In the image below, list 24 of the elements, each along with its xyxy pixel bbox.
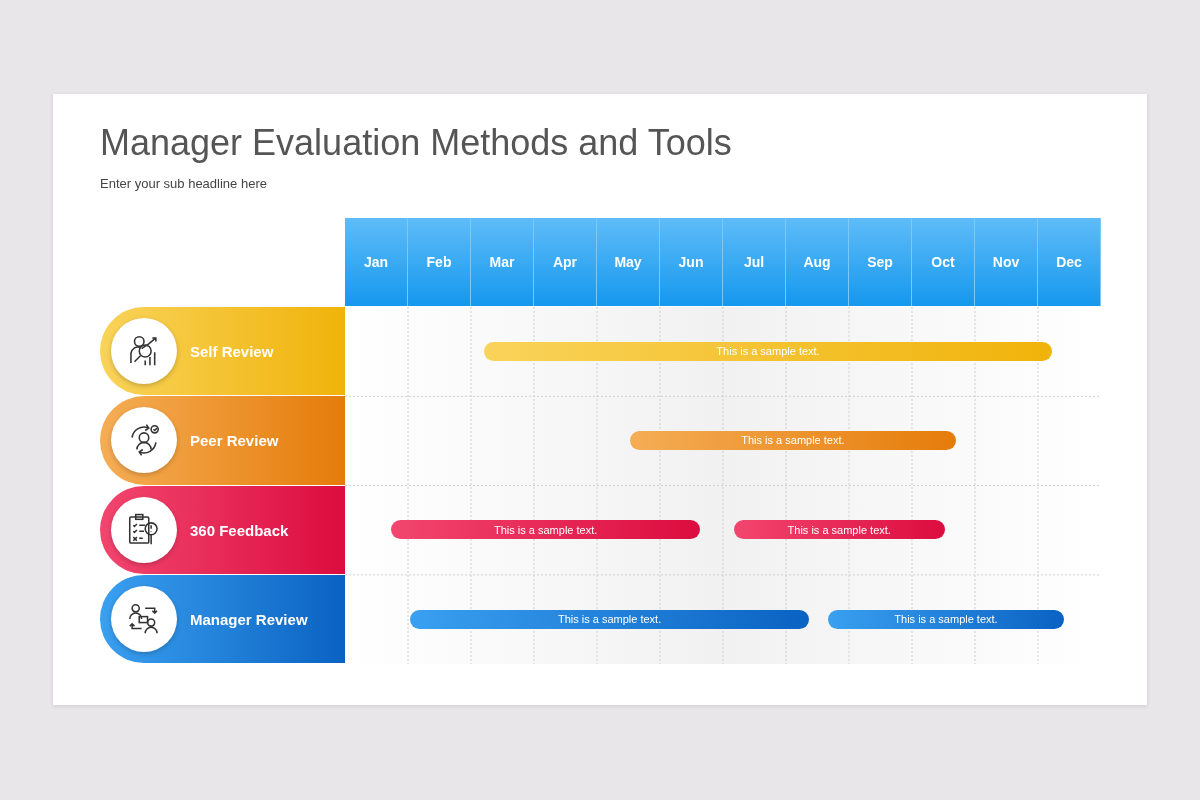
category-label: Manager Review: [190, 610, 308, 628]
category-label: Peer Review: [190, 431, 279, 449]
month-header: Sep: [849, 218, 912, 306]
month-header: Dec: [1038, 218, 1101, 306]
month-header: Feb: [408, 218, 471, 306]
category-band: [100, 485, 345, 574]
month-header: Oct: [912, 218, 975, 306]
category-band: [100, 307, 345, 396]
month-header: Apr: [534, 218, 597, 306]
month-header: Nov: [975, 218, 1038, 306]
month-header: May: [597, 218, 660, 306]
month-header: Jan: [345, 218, 408, 306]
category-label: 360 Feedback: [190, 521, 289, 539]
category-band: [100, 396, 345, 485]
title: Manager Evaluation Methods and Tools: [100, 122, 732, 164]
month-header: Jun: [660, 218, 723, 306]
month-header: Jul: [723, 218, 786, 306]
subheading: Enter your sub headline here: [100, 176, 267, 191]
timeline-bar: This is a sample text.: [391, 520, 701, 540]
category-label: Self Review: [190, 342, 274, 360]
month-header: Aug: [786, 218, 849, 306]
month-header: Mar: [471, 218, 534, 306]
category-band: [100, 574, 345, 664]
timeline-bar: This is a sample text.: [733, 520, 945, 540]
